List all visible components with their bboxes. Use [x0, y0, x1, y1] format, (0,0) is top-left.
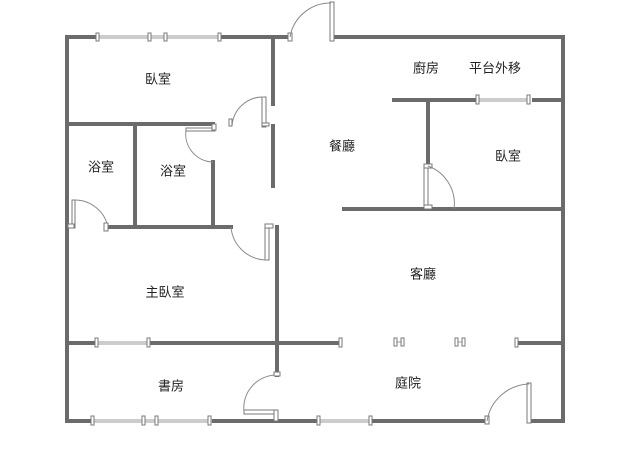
label-living-room: 客廳 — [410, 267, 436, 283]
door-dining-passage — [228, 96, 270, 128]
door-master — [230, 223, 274, 261]
room-labels: 臥室 廚房 平台外移 餐廳 臥室 浴室 浴室 客廳 主臥室 書房 庭院 — [88, 61, 521, 395]
label-master-bedroom: 主臥室 — [145, 285, 184, 301]
label-bedroom-top-left: 臥室 — [145, 72, 171, 88]
door-bath-middle — [185, 123, 217, 163]
window-study — [92, 418, 212, 424]
walls — [65, 35, 565, 423]
label-bedroom-right: 臥室 — [495, 149, 521, 165]
window-master-bottom — [96, 340, 150, 346]
doors — [67, 1, 532, 425]
opening-living-courtyard — [340, 340, 518, 346]
label-dining: 餐廳 — [329, 139, 355, 155]
label-courtyard: 庭院 — [395, 376, 421, 392]
window-kitchen — [478, 97, 532, 103]
door-entry-top — [287, 1, 335, 42]
door-bedroom-right — [423, 163, 455, 210]
label-bathroom-middle: 浴室 — [160, 164, 186, 180]
label-study: 書房 — [158, 379, 184, 395]
door-bath-left — [67, 199, 109, 232]
label-bathroom-left: 浴室 — [88, 160, 114, 176]
door-courtyard — [484, 382, 532, 425]
windows — [90, 32, 532, 426]
label-balcony: 平台外移 — [469, 62, 521, 77]
window-courtyard — [318, 418, 372, 424]
window-top-left — [97, 34, 221, 40]
door-study — [243, 371, 281, 422]
label-kitchen: 廚房 — [413, 61, 439, 77]
